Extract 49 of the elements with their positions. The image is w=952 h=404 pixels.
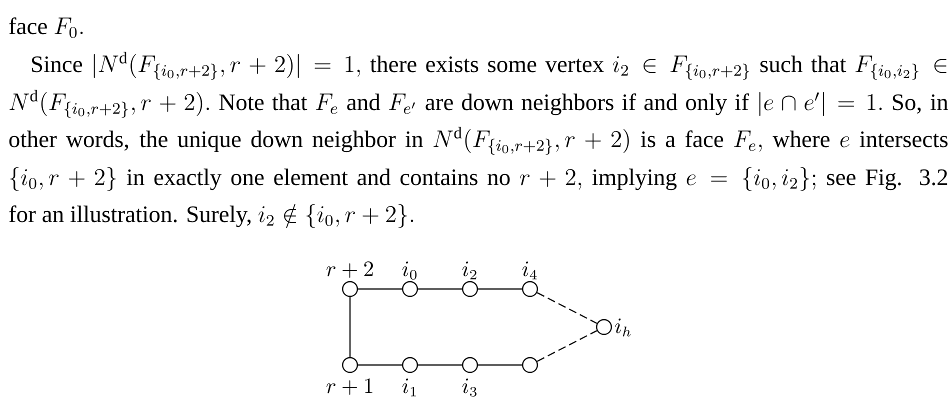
vertex-label: $r+2$: [326, 261, 373, 278]
label: $r+2,$: [520, 169, 582, 190]
label: such that: [760, 56, 846, 72]
vertex-label: $i_2$: [462, 262, 476, 280]
paragraph-text: face $F_0.$: [9, 17, 83, 38]
label: and: [347, 94, 380, 110]
dashed-edge: [536, 330, 598, 362]
label: $F_e,$: [734, 130, 762, 152]
label: other words, the unique down neighbor in: [9, 130, 423, 152]
label: $N^{\mathrm{d}}(F_{\{i_0,r+2\}},r+2)$: [433, 126, 629, 155]
label: $i_2\in F_{\{i_0,r+2\}}$: [612, 56, 750, 80]
label: $|e\cap e'|=1.$: [759, 92, 882, 116]
label: intersects: [860, 131, 948, 148]
label: where: [772, 130, 830, 148]
vertex-label: $i_4$: [522, 262, 537, 280]
edge-line: [478, 288, 522, 290]
label: Since: [32, 56, 82, 72]
label: $F_e$: [316, 94, 338, 114]
vertex-label: $i_3$: [462, 378, 476, 397]
label: $F_{\{i_0,i_2\}}\in$: [856, 56, 946, 80]
label: $\{i_0,r+2\}$: [10, 167, 116, 191]
label: $e=\{i_0,i_2\};$: [686, 167, 816, 191]
label: there exists some vertex: [370, 56, 604, 72]
label: So, in: [892, 94, 948, 114]
dashed-edge: [536, 292, 598, 324]
label: implying: [592, 168, 677, 190]
label: $e$: [840, 136, 850, 148]
label: $|N^{\mathrm{d}}(F_{\{i_0,r+2\}},r+2)|=1,$: [94, 52, 360, 80]
label: for an illustration. Surely,: [9, 205, 251, 228]
edge-line: [418, 364, 462, 366]
label: are down neighbors if and only if: [426, 93, 749, 116]
label: $F_{e'}$: [389, 94, 415, 114]
label: in exactly one element and contains no: [126, 168, 510, 190]
label: see Fig. 3.2: [827, 169, 948, 190]
label: Note that: [219, 94, 308, 110]
label: $i_2\notin\{i_0,r+2\}.$: [258, 204, 414, 228]
edge-line: [418, 288, 462, 290]
label: $N^{\mathrm{d}}(F_{\{i_0,r+2\}},r+2).$: [10, 90, 209, 118]
paragraph-text: Since $|N^{\mathrm{d}}(F_{\{i_0,r+2\}},r+2)|=1,$ there exists some vertex $i_2\in F_{\{i_0,r+2\}}$ such that $F_{\{i_0,i_2\}}\in$ $N^{\mathrm{d}}(F_{\{i_0,r+2\}},r+2).$ Note that $F_e$ and $F_{e'}$ are down neighbors if and only if $|e\cap e'|=1.$ So, in other words, the unique down neighbor in $N^{\mathrm{d}}(F_{\{i_0,r+2\}},r+2)$ is a face $F_e,$ where $e$ intersects $\{i_0,r+2\}$ in exactly one element and contains no $r+2,$ implying $e=\{i_0,i_2\};$ see Fig. 3.2 for an illustration. Surely, $i_2\notin\{i_0,r+2\}.$: [9, 52, 948, 228]
vertex-label: $r+1$: [326, 378, 372, 395]
edge-line: [478, 364, 522, 366]
vertex-label: $i_1$: [402, 378, 416, 396]
label: is a face: [640, 130, 724, 148]
edge-line: [349, 297, 351, 357]
edge-line: [358, 364, 402, 366]
vertex-label: $i_0$: [402, 262, 416, 280]
vertex-label: $i_h$: [615, 318, 631, 336]
vertex-circle: [522, 357, 538, 373]
edge-line: [358, 288, 402, 290]
